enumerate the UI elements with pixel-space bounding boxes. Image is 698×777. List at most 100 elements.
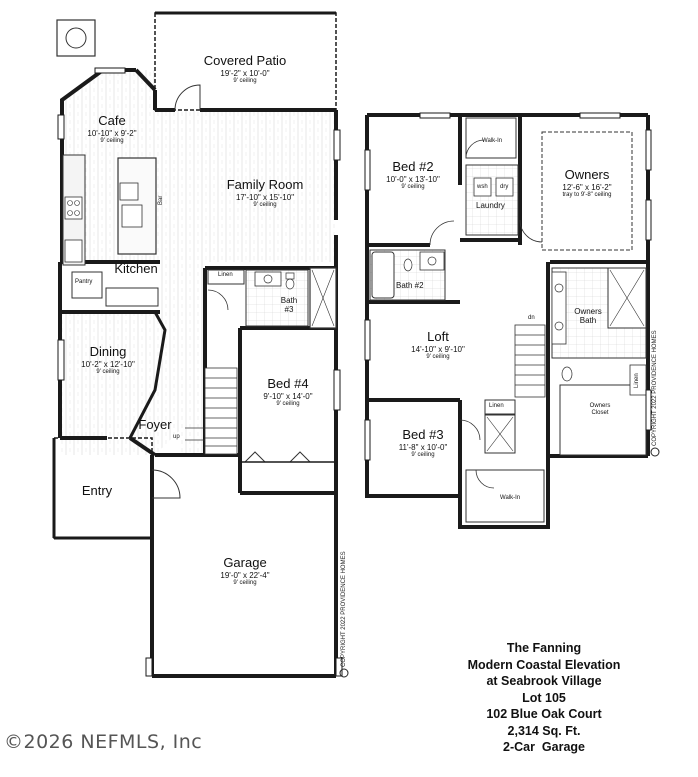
family-room-name: Family Room [226, 177, 304, 192]
washer-label: wsh [477, 184, 488, 190]
washer [473, 177, 492, 197]
loft-ceiling: 9' ceiling [426, 354, 450, 361]
elevation-name: Modern Coastal Elevation [467, 657, 621, 672]
bath3-toilet [285, 272, 295, 280]
bath2-label: Bath #2 [396, 281, 424, 290]
dryer-label: dry [500, 184, 509, 190]
bath3-number: #3 [284, 305, 294, 315]
listing-info-block: The Fanning Modern Coastal Elevation at … [430, 640, 658, 756]
owners-label: Owners 12'-6" x 16'-2" tray to 9'-8" cei… [545, 167, 629, 199]
dryer [495, 177, 514, 197]
covered-patio-name: Covered Patio [203, 53, 287, 68]
pantry-label: Pantry [75, 279, 93, 285]
bed3-ceiling: 9' ceiling [411, 452, 435, 459]
laundry-label: Laundry [476, 201, 505, 210]
family-room-dims: 17'-10" x 15'-10" [235, 192, 295, 202]
copyright-logo-first-floor [339, 668, 349, 678]
dining-dims: 10'-2" x 12'-10" [81, 359, 135, 369]
entry-label: Entry [72, 483, 122, 499]
owners-closet-line2: Closet [591, 409, 609, 416]
owners-toilet [561, 366, 573, 382]
cooktop [64, 196, 83, 220]
bed3-name: Bed #3 [402, 427, 444, 442]
first-floor-linen-label: Linen [218, 272, 233, 278]
bed4-label: Bed #4 9'-10" x 14'-0" 9' ceiling [250, 376, 326, 408]
street-address: 102 Blue Oak Court [486, 707, 602, 721]
bed2-label: Bed #2 10'-0" x 13'-10" 9' ceiling [375, 159, 451, 191]
covered-patio-dims: 19'-2" x 10'-0" [220, 68, 270, 78]
copyright-logo-second-floor [650, 447, 660, 457]
cafe-label: Cafe 10'-10" x 9'-2" 9' ceiling [74, 113, 150, 145]
bed4-name: Bed #4 [267, 376, 309, 391]
community-name: at Seabrook Village [486, 674, 602, 688]
bath2-vanity [419, 251, 445, 271]
foyer-name: Foyer [138, 417, 172, 432]
covered-patio-ceiling: 9' ceiling [233, 78, 257, 85]
garage-dims: 19'-0" x 22'-4" [220, 570, 270, 580]
dn-label: dn [528, 315, 535, 321]
owners-closet-line1: Owners [589, 403, 611, 409]
family-room-ceiling: 9' ceiling [253, 202, 277, 209]
dining-label: Dining 10'-2" x 12'-10" 9' ceiling [70, 344, 146, 376]
first-floor-windows [57, 67, 341, 411]
first-floor-stairs [185, 367, 238, 455]
mls-watermark: ©2026 NEFMLS, Inc [4, 731, 203, 753]
loft-dims: 14'-10" x 9'-10" [411, 344, 465, 354]
pantry-box [71, 271, 103, 299]
kitchen-label: Kitchen [106, 261, 166, 277]
bed3-label: Bed #3 11'-8" x 10'-0" 9' ceiling [385, 427, 461, 459]
walkin-bottom-label: Walk-In [500, 495, 521, 501]
square-footage: 2,314 Sq. Ft. [507, 723, 581, 738]
second-floor-copyright: COPYRIGHT 2022 PROVIDENCE HOMES [652, 330, 658, 446]
bath3-name: Bath [280, 296, 298, 305]
loft-linen [484, 399, 516, 415]
island-sink [121, 204, 143, 228]
patio-door-swing [174, 84, 201, 111]
bed4-closet-doors [244, 451, 322, 463]
first-floor-plan [52, 11, 343, 678]
owners-ceiling: tray to 9'-8" ceiling [562, 192, 612, 199]
bed2-dims: 10'-0" x 13'-10" [386, 174, 440, 184]
owners-vanity [551, 271, 567, 345]
walkin-top-label: Walk-In [482, 138, 503, 144]
roof-fixture-circle [65, 27, 87, 49]
cafe-name: Cafe [98, 113, 126, 128]
island-range [119, 182, 139, 201]
owners-dims: 12'-6" x 16'-2" [562, 182, 612, 192]
second-floor-linen-label: Linen [489, 403, 504, 409]
bed4-ceiling: 9' ceiling [276, 401, 300, 408]
bed2-walkin [465, 117, 517, 159]
foyer-label: Foyer [130, 417, 180, 433]
owners-name: Owners [564, 167, 610, 182]
linen-closet [207, 269, 245, 285]
garage-size: 2-Car Garage [503, 740, 585, 754]
loft-label: Loft 14'-10" x 9'-10" 9' ceiling [400, 329, 476, 361]
kitchen-lower-cabinet [105, 287, 159, 307]
dining-ceiling: 9' ceiling [96, 369, 120, 376]
covered-patio-label: Covered Patio 19'-2" x 10'-0" 9' ceiling [180, 53, 310, 85]
up-label: up [173, 434, 180, 440]
bed2-ceiling: 9' ceiling [401, 184, 425, 191]
bed4-dims: 9'-10" x 14'-0" [263, 391, 313, 401]
dining-name: Dining [89, 344, 127, 359]
bed2-name: Bed #2 [392, 159, 434, 174]
lot-number: Lot 105 [522, 690, 566, 705]
bath2-tub [371, 251, 395, 299]
kitchen-name: Kitchen [114, 261, 158, 276]
bed3-dims: 11'-8" x 10'-0" [398, 442, 448, 452]
second-floor-stairs [514, 324, 546, 398]
garage-ceiling: 9' ceiling [233, 580, 257, 587]
linen-vertical-label: Linen [634, 373, 640, 388]
bath3-vanity [254, 271, 282, 287]
bath3-label: Bath #3 [275, 296, 303, 314]
laundry-room [465, 164, 519, 236]
bar-label: Bar [158, 195, 164, 205]
roof-fixture-box [56, 19, 96, 57]
owners-bath-line1: Owners [574, 307, 602, 316]
owners-bath-line2: Bath [579, 316, 597, 326]
owners-closet-room [559, 384, 647, 456]
garage-label: Garage 19'-0" x 22'-4" 9' ceiling [195, 555, 295, 587]
model-name: The Fanning [506, 641, 582, 655]
owners-closet-label: Owners Closet [580, 403, 620, 417]
